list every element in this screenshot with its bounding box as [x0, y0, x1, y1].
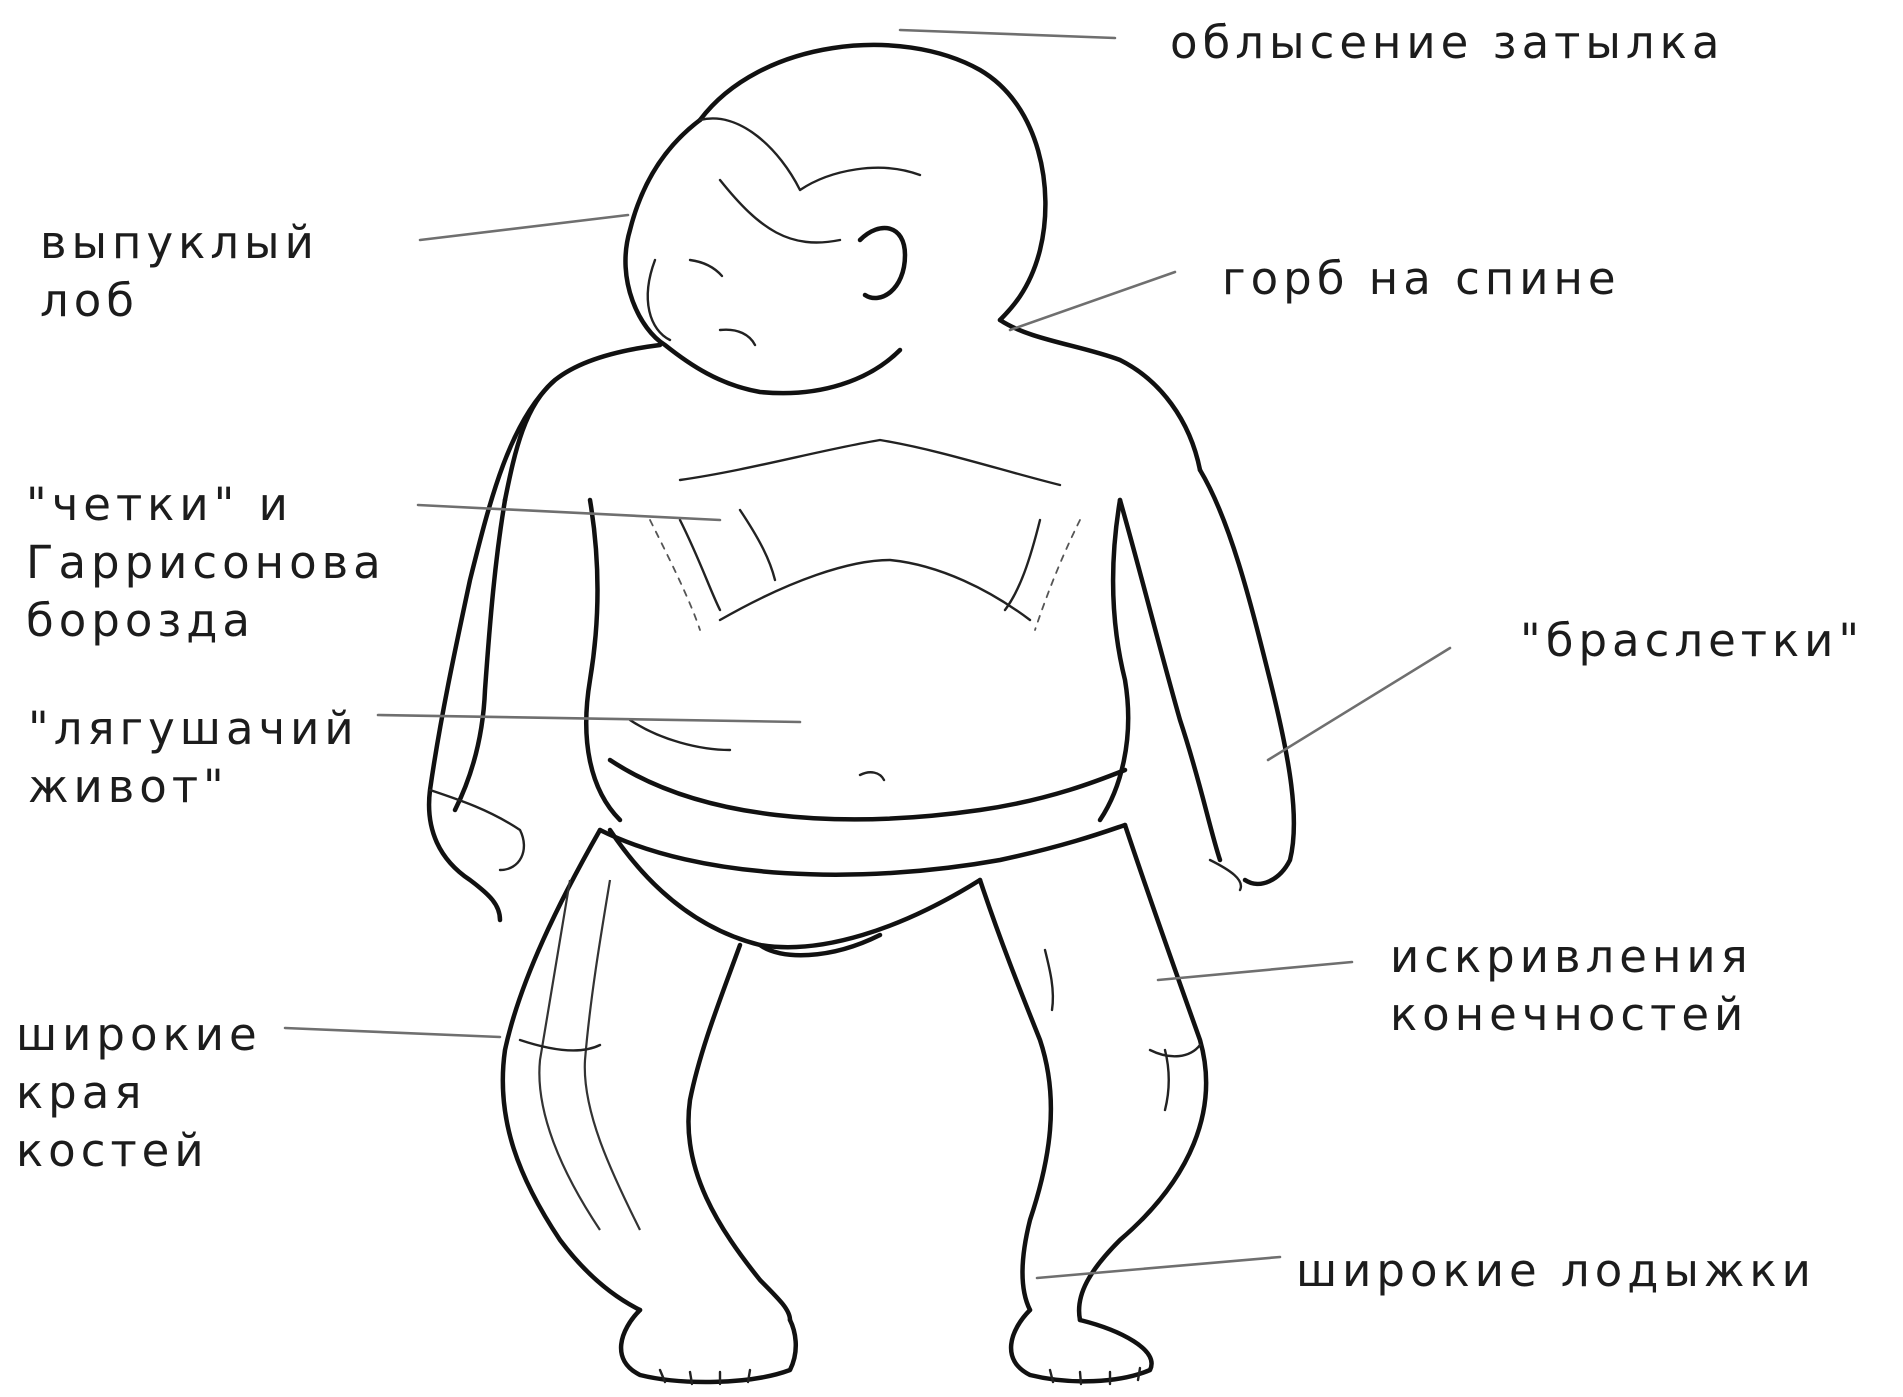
leader-bracelets [1268, 648, 1450, 760]
leader-rosary [418, 505, 720, 520]
label-belly: "лягушачий живот" [28, 700, 359, 816]
head [625, 45, 1045, 393]
label-occiput: облысение затылка [1170, 14, 1724, 72]
diaper [600, 760, 1125, 955]
label-rosary: "четки" и Гаррисонова борозда [26, 476, 386, 650]
label-curvature: искривления конечностей [1390, 928, 1753, 1044]
legs [503, 825, 1206, 1384]
leader-curvature [1158, 962, 1352, 980]
label-bracelets: "браслетки" [1520, 612, 1864, 670]
leader-hump [1010, 272, 1175, 330]
leader-lines [285, 30, 1450, 1278]
leader-occiput [900, 30, 1115, 38]
leader-ankles [1037, 1257, 1280, 1278]
leader-forehead [420, 215, 628, 240]
leader-bones [285, 1028, 500, 1037]
torso [505, 320, 1200, 820]
label-hump: горб на спине [1222, 250, 1621, 308]
label-ankles: широкие лодыжки [1296, 1242, 1816, 1300]
arms [429, 380, 1294, 920]
label-forehead: выпуклый лоб [40, 214, 319, 330]
label-bones: широкие края костей [16, 1006, 262, 1180]
